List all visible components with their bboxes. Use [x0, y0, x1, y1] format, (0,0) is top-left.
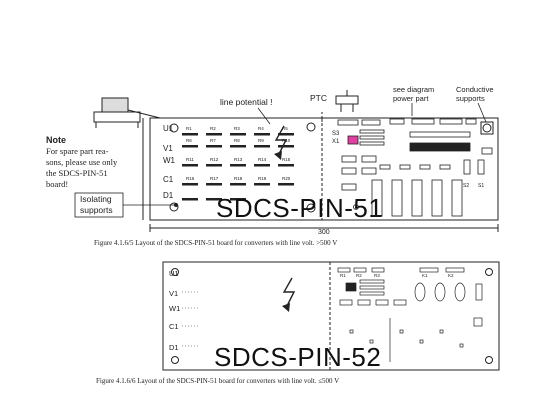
svg-text:R1: R1	[186, 126, 192, 131]
board-52-name: SDCS-PIN-52	[214, 342, 381, 372]
component-sketch	[93, 97, 161, 128]
lightning-arrow-icon-52	[282, 303, 290, 312]
s3-label: S3	[332, 131, 340, 137]
lightning-bolt-icon	[274, 125, 288, 157]
svg-text:R4: R4	[258, 126, 264, 131]
power-part-components-52	[337, 267, 483, 362]
svg-text:Isolating supports: Isolating supports	[80, 194, 114, 215]
svg-text:R3: R3	[234, 126, 240, 131]
mounting-holes-51	[169, 122, 492, 213]
conductive-support-pad	[480, 121, 494, 135]
power-part-label: see diagram power part	[393, 85, 436, 103]
lightning-arrow-icon	[274, 151, 282, 160]
x1-label: X1	[332, 139, 340, 145]
svg-text:R8: R8	[234, 138, 240, 143]
row-label-v1: V1	[163, 144, 173, 153]
svg-text:R16: R16	[186, 176, 195, 181]
note-line-4: board!	[46, 179, 68, 189]
note-line-3: the SDCS-PIN-51	[46, 168, 108, 178]
svg-text:R12: R12	[210, 157, 219, 162]
row-label-v1-52: V1	[169, 289, 178, 298]
svg-text:R17: R17	[210, 176, 219, 181]
ptc-label: PTC	[310, 93, 327, 103]
row-label-c1-52: C1	[169, 322, 179, 331]
row-label-c1: C1	[163, 175, 174, 184]
svg-text:R3: R3	[374, 273, 380, 278]
note-title: Note	[46, 135, 66, 145]
resistor-bank-51	[182, 133, 294, 201]
dimension-label: 300	[318, 229, 330, 236]
line-potential-label: line potential !	[220, 97, 272, 107]
note-line-2: sons, please use only	[46, 157, 118, 167]
svg-text:R2: R2	[210, 126, 216, 131]
power-part-components-51	[337, 118, 493, 217]
row-label-u1-52: U1	[169, 269, 179, 278]
svg-text:R14: R14	[258, 157, 267, 162]
designators-52: R1 R2 R3 K1 K2	[340, 273, 454, 278]
board-52-outline	[162, 261, 500, 371]
svg-text:K2: K2	[448, 273, 454, 278]
svg-text:R20: R20	[282, 176, 291, 181]
row-label-d1-52: D1	[169, 343, 179, 352]
svg-text:R6: R6	[186, 138, 192, 143]
row-label-u1: U1	[163, 124, 174, 133]
svg-text:K1: K1	[422, 273, 428, 278]
row-label-w1: W1	[163, 156, 176, 165]
row-labels-51: U1 V1 W1 C1 D1	[163, 124, 176, 200]
row-labels-52: U1 V1 W1 C1 D1	[169, 269, 180, 352]
caption-figure-6: Figure 4.1.6/6 Layout of the SDCS-PIN-51…	[96, 377, 339, 385]
svg-text:R9: R9	[258, 138, 264, 143]
svg-text:R1: R1	[340, 273, 346, 278]
caption-figure-5: Figure 4.1.6/5 Layout of the SDCS-PIN-51…	[94, 239, 337, 247]
conductive-supports-label: Conductive supports	[456, 85, 496, 103]
ptc-component	[335, 90, 359, 112]
note-line-1: For spare part rea-	[46, 146, 109, 156]
lightning-bolt-icon-52	[282, 277, 296, 309]
svg-text:R7: R7	[210, 138, 216, 143]
row-label-d1: D1	[163, 191, 174, 200]
svg-text:R5: R5	[282, 126, 288, 131]
note-block: Note For spare part rea- sons, please us…	[46, 135, 118, 189]
svg-text:R15: R15	[282, 157, 291, 162]
svg-text:R11: R11	[186, 157, 194, 162]
mounting-holes-52	[171, 268, 493, 364]
row-label-w1-52: W1	[169, 304, 180, 313]
svg-text:R19: R19	[258, 176, 267, 181]
s1-label: S1	[478, 183, 484, 189]
svg-text:R13: R13	[234, 157, 243, 162]
board-51-outline	[142, 112, 499, 232]
board-51-name: SDCS-PIN-51	[216, 193, 383, 223]
traces-52	[182, 291, 200, 347]
svg-text:R18: R18	[234, 176, 243, 181]
s2-label: S2	[463, 183, 469, 189]
svg-text:R2: R2	[356, 273, 362, 278]
